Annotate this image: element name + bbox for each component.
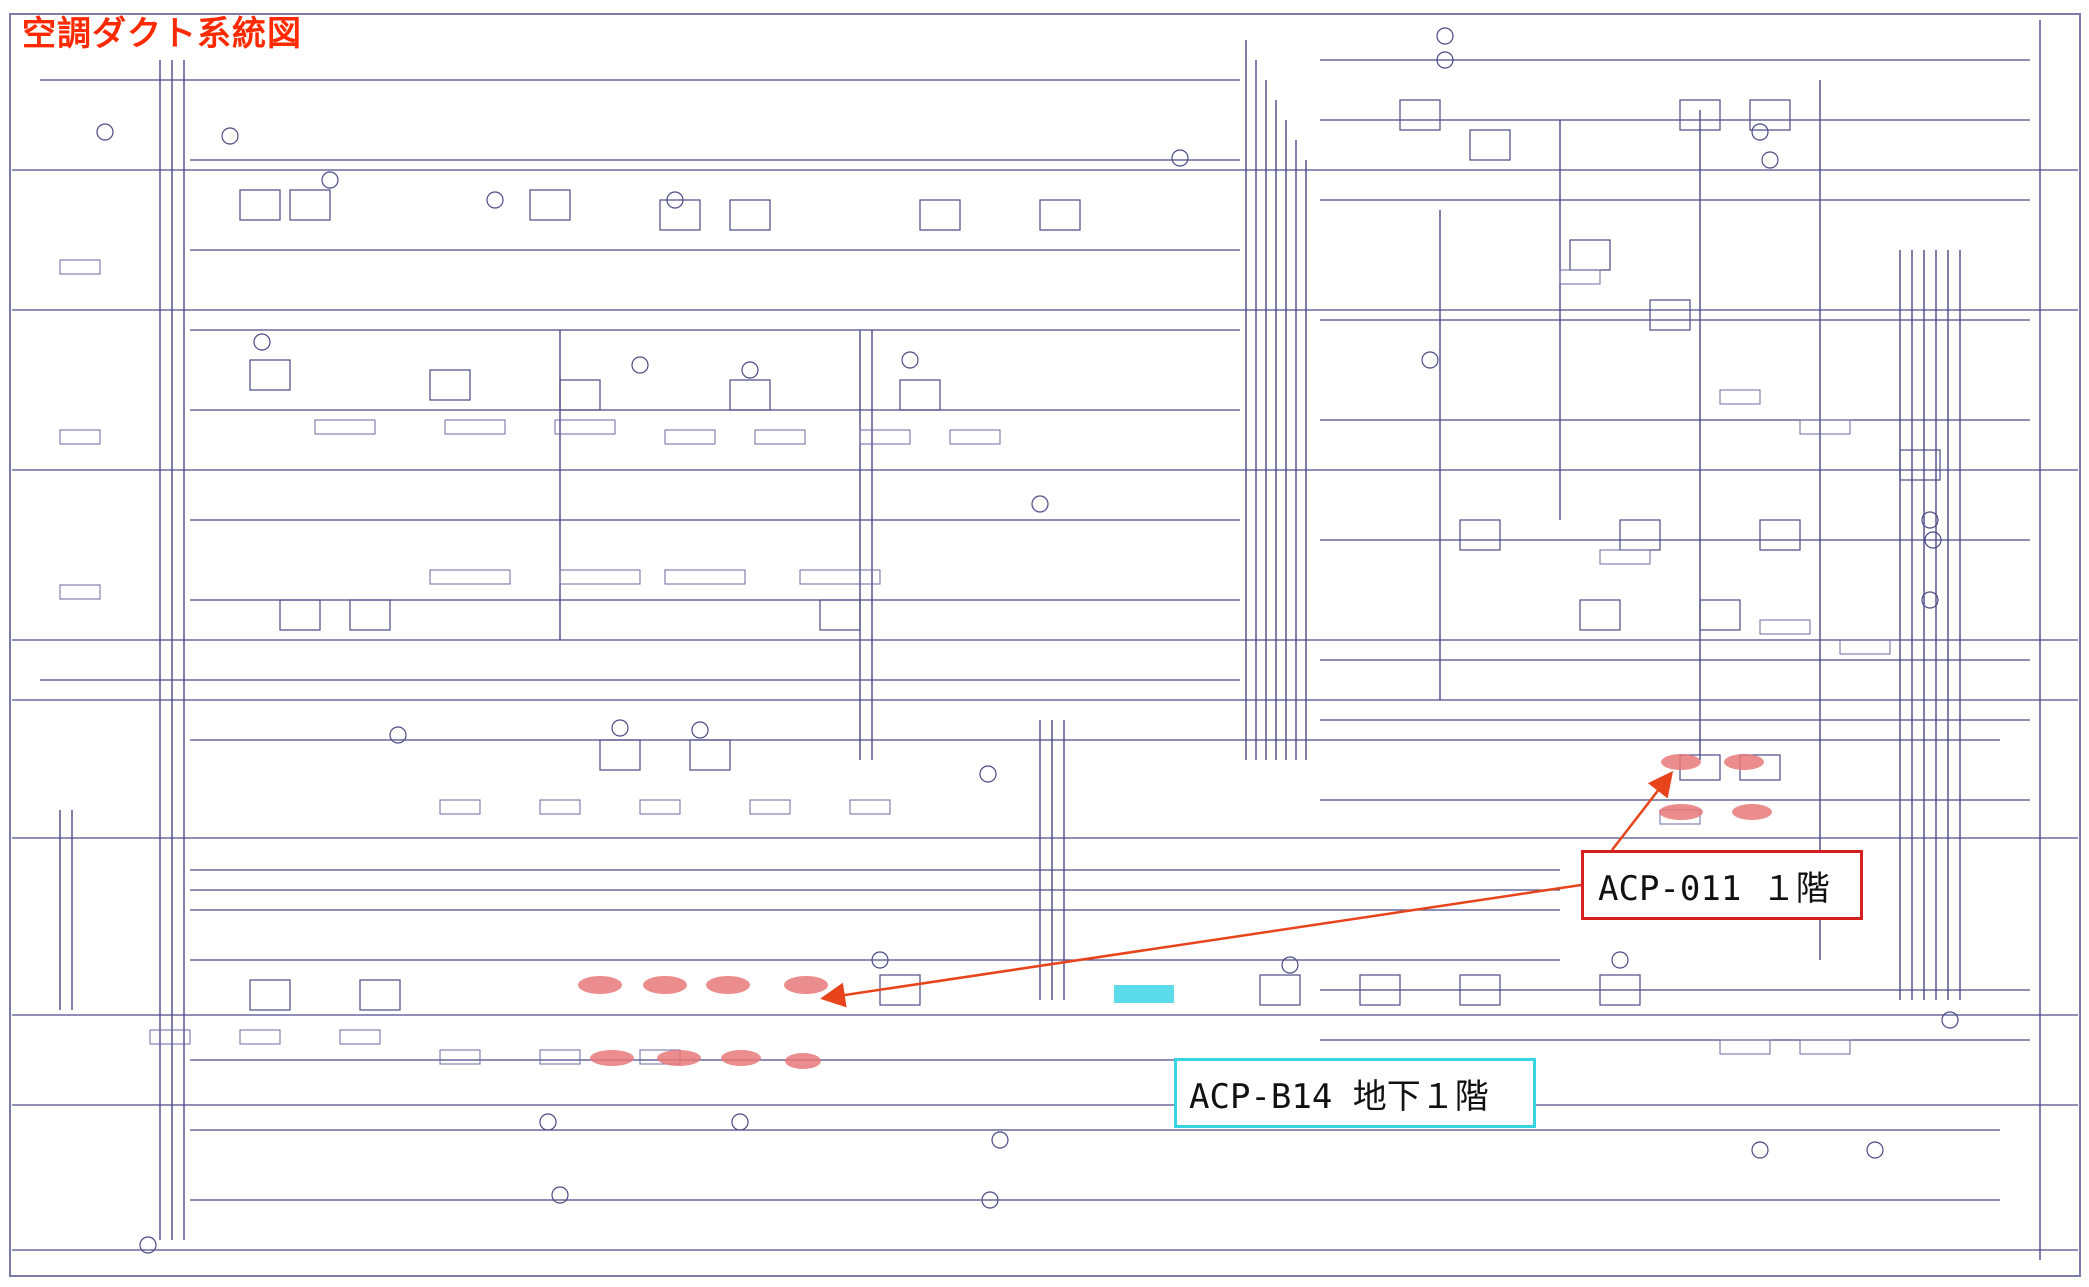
equipment-units <box>239 99 1941 1011</box>
callout-acp-011: ACP-011 １階 <box>1581 850 1863 920</box>
fans <box>96 27 1959 1254</box>
room-label-boxes <box>59 259 1891 1065</box>
riser-shafts <box>59 20 2041 1260</box>
diagram-title: 空調ダクト系統図 <box>22 14 302 54</box>
highlighted-equipment-1f <box>1659 754 1772 820</box>
callout-acp-b14: ACP-B14 地下１階 <box>1174 1058 1536 1128</box>
highlighted-equipment-b1 <box>578 976 828 1069</box>
distribution-ducts <box>40 59 2030 1201</box>
leader-arrows <box>820 771 1674 1008</box>
drawing-frame <box>9 13 2081 1277</box>
floor-level-lines <box>12 169 2078 1251</box>
highlighted-equipment-cyan <box>1114 985 1174 1003</box>
